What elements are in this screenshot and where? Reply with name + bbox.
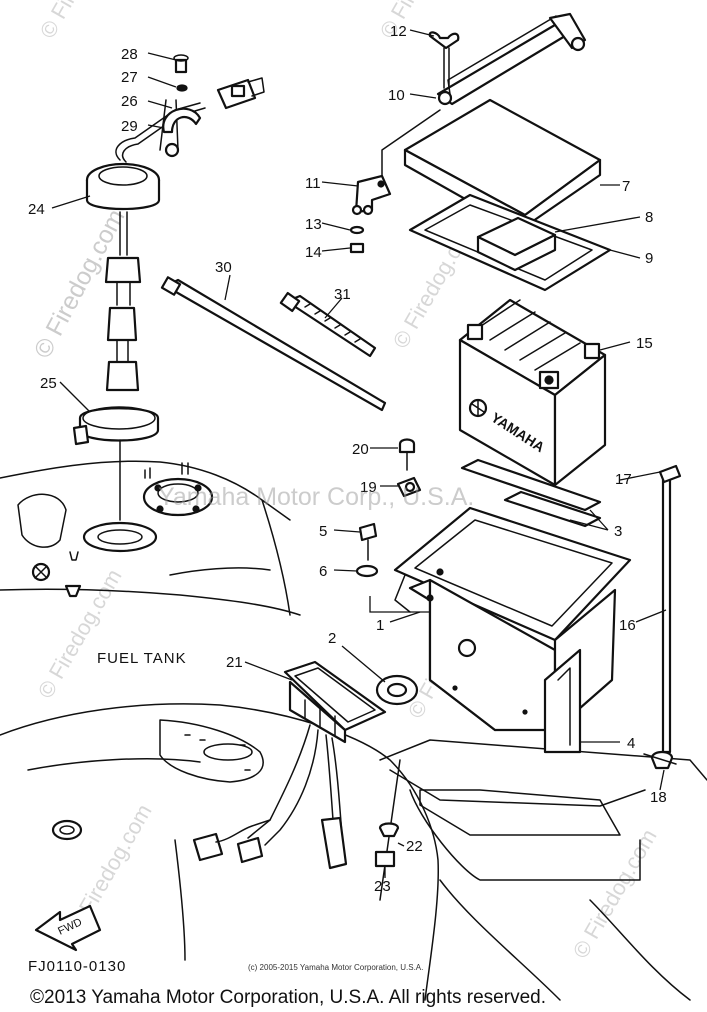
watermark-bottom-right: © Firedog.com — [568, 825, 662, 963]
battery-box — [393, 506, 632, 754]
breather-hose-16 — [661, 478, 672, 754]
battery-box-rim — [393, 506, 632, 642]
battery-pads — [460, 458, 602, 528]
fuel-sender-unit — [72, 54, 265, 521]
cable-ties — [160, 276, 387, 412]
harness-plug-a — [192, 832, 224, 862]
callout-24: 24 — [28, 201, 45, 218]
nut-14 — [349, 242, 365, 254]
fwd-arrow — [34, 904, 102, 952]
battery-band — [349, 12, 587, 254]
hull-deck: FWD — [0, 703, 707, 1001]
callout-18: 18 — [650, 789, 667, 806]
callout-20: 20 — [352, 441, 369, 458]
callout-12: 12 — [390, 23, 407, 40]
deck-plug — [51, 819, 83, 841]
callout-8: 8 — [645, 209, 653, 226]
screw-20 — [398, 438, 416, 454]
cable-tie-31 — [288, 294, 377, 358]
callout-31: 31 — [334, 286, 351, 303]
callout-15: 15 — [636, 335, 653, 352]
callout-14: 14 — [305, 244, 322, 261]
callout-numbers: 28 27 26 29 24 25 30 31 12 10 11 13 14 7… — [28, 23, 667, 895]
pad-upper — [460, 458, 602, 512]
callout-25: 25 — [40, 375, 57, 392]
fine-copyright: (c) 2005-2015 Yamaha Motor Corporation, … — [248, 963, 423, 972]
fuse-box-21 — [283, 660, 387, 732]
battery-cover — [403, 98, 602, 217]
callout-11: 11 — [305, 175, 321, 192]
callout-30: 30 — [215, 259, 232, 276]
callout-13: 13 — [305, 216, 322, 233]
callout-9: 9 — [645, 250, 653, 267]
callout-7: 7 — [622, 178, 630, 195]
battery-box-band — [543, 648, 582, 754]
callout-27: 27 — [121, 69, 138, 86]
breather-hose — [643, 464, 682, 770]
callout-4: 4 — [627, 735, 635, 752]
hold-down-strap — [436, 20, 577, 106]
footer-copyright: ©2013 Yamaha Motor Corporation, U.S.A. A… — [30, 987, 546, 1008]
callout-29: 29 — [121, 118, 138, 135]
watermark-top-left: © Firedog.com — [35, 0, 129, 43]
fuel-tank: FUEL TANK — [0, 460, 301, 667]
callout-26: 26 — [121, 93, 138, 110]
battery: YAMAHA — [458, 298, 607, 487]
breather-fitting-17 — [658, 464, 682, 484]
diagram-code: FJ0110-0130 — [28, 958, 126, 975]
callout-21: 21 — [226, 654, 243, 671]
fuel-tank-opening — [82, 521, 158, 553]
callout-23: 23 — [374, 878, 391, 895]
callout-19: 19 — [360, 479, 377, 496]
callout-28: 28 — [121, 46, 138, 63]
overlay-copyright: Yamaha Motor Corp., U.S.A. — [158, 483, 474, 511]
bracket-11 — [354, 174, 392, 214]
leader-lines — [51, 29, 667, 878]
harness-sleeve — [320, 816, 348, 870]
wing-bolt — [428, 31, 460, 50]
callout-1: 1 — [376, 617, 384, 634]
washer-22 — [378, 822, 400, 838]
washer-13 — [349, 225, 365, 235]
callout-5: 5 — [319, 523, 327, 540]
electrical-parts — [192, 660, 419, 870]
callout-10: 10 — [388, 87, 405, 104]
box-fasteners — [355, 438, 422, 578]
harness-plug-b — [236, 836, 264, 864]
callout-6: 6 — [319, 563, 327, 580]
callout-16: 16 — [619, 617, 636, 634]
callout-22: 22 — [406, 838, 423, 855]
bolt-5 — [358, 522, 378, 542]
callout-17: 17 — [615, 471, 632, 488]
fuel-tank-label: FUEL TANK — [97, 650, 187, 667]
callout-2: 2 — [328, 630, 336, 647]
nut-23 — [374, 850, 396, 868]
washer-6 — [355, 564, 379, 578]
pad-lower — [503, 490, 602, 528]
callout-3: 3 — [614, 523, 622, 540]
hose-clamp — [78, 407, 160, 442]
battery-side — [553, 353, 607, 487]
